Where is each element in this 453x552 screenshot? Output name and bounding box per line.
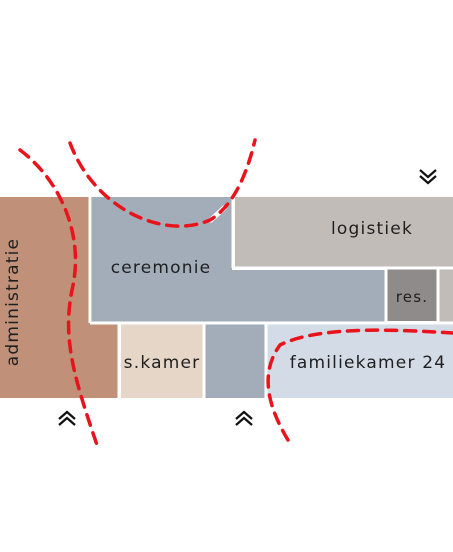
route-top (68, 138, 257, 228)
routes (18, 138, 453, 447)
label-logistiek: logistiek (331, 219, 413, 239)
label-administratie: administratie (3, 238, 23, 366)
double-chevron-down-icon[interactable] (419, 169, 437, 185)
room-logistiek[interactable] (235, 197, 453, 322)
label-reserve: res. (396, 288, 428, 306)
room-stiltekamer[interactable] (121, 324, 204, 398)
route-bottom-right (266, 328, 453, 442)
label-stiltekamer: s.kamer (124, 353, 201, 373)
room-ceremonie[interactable] (92, 197, 385, 398)
room-familiekamer[interactable] (267, 324, 453, 398)
route-left (18, 148, 99, 447)
double-chevron-up-icon[interactable] (235, 410, 253, 426)
walls (88, 197, 453, 398)
label-familiekamer: familiekamer 24 (290, 353, 447, 373)
room-reserve[interactable] (387, 269, 437, 321)
label-ceremonie: ceremonie (111, 258, 212, 278)
double-chevron-up-icon[interactable] (58, 410, 76, 426)
